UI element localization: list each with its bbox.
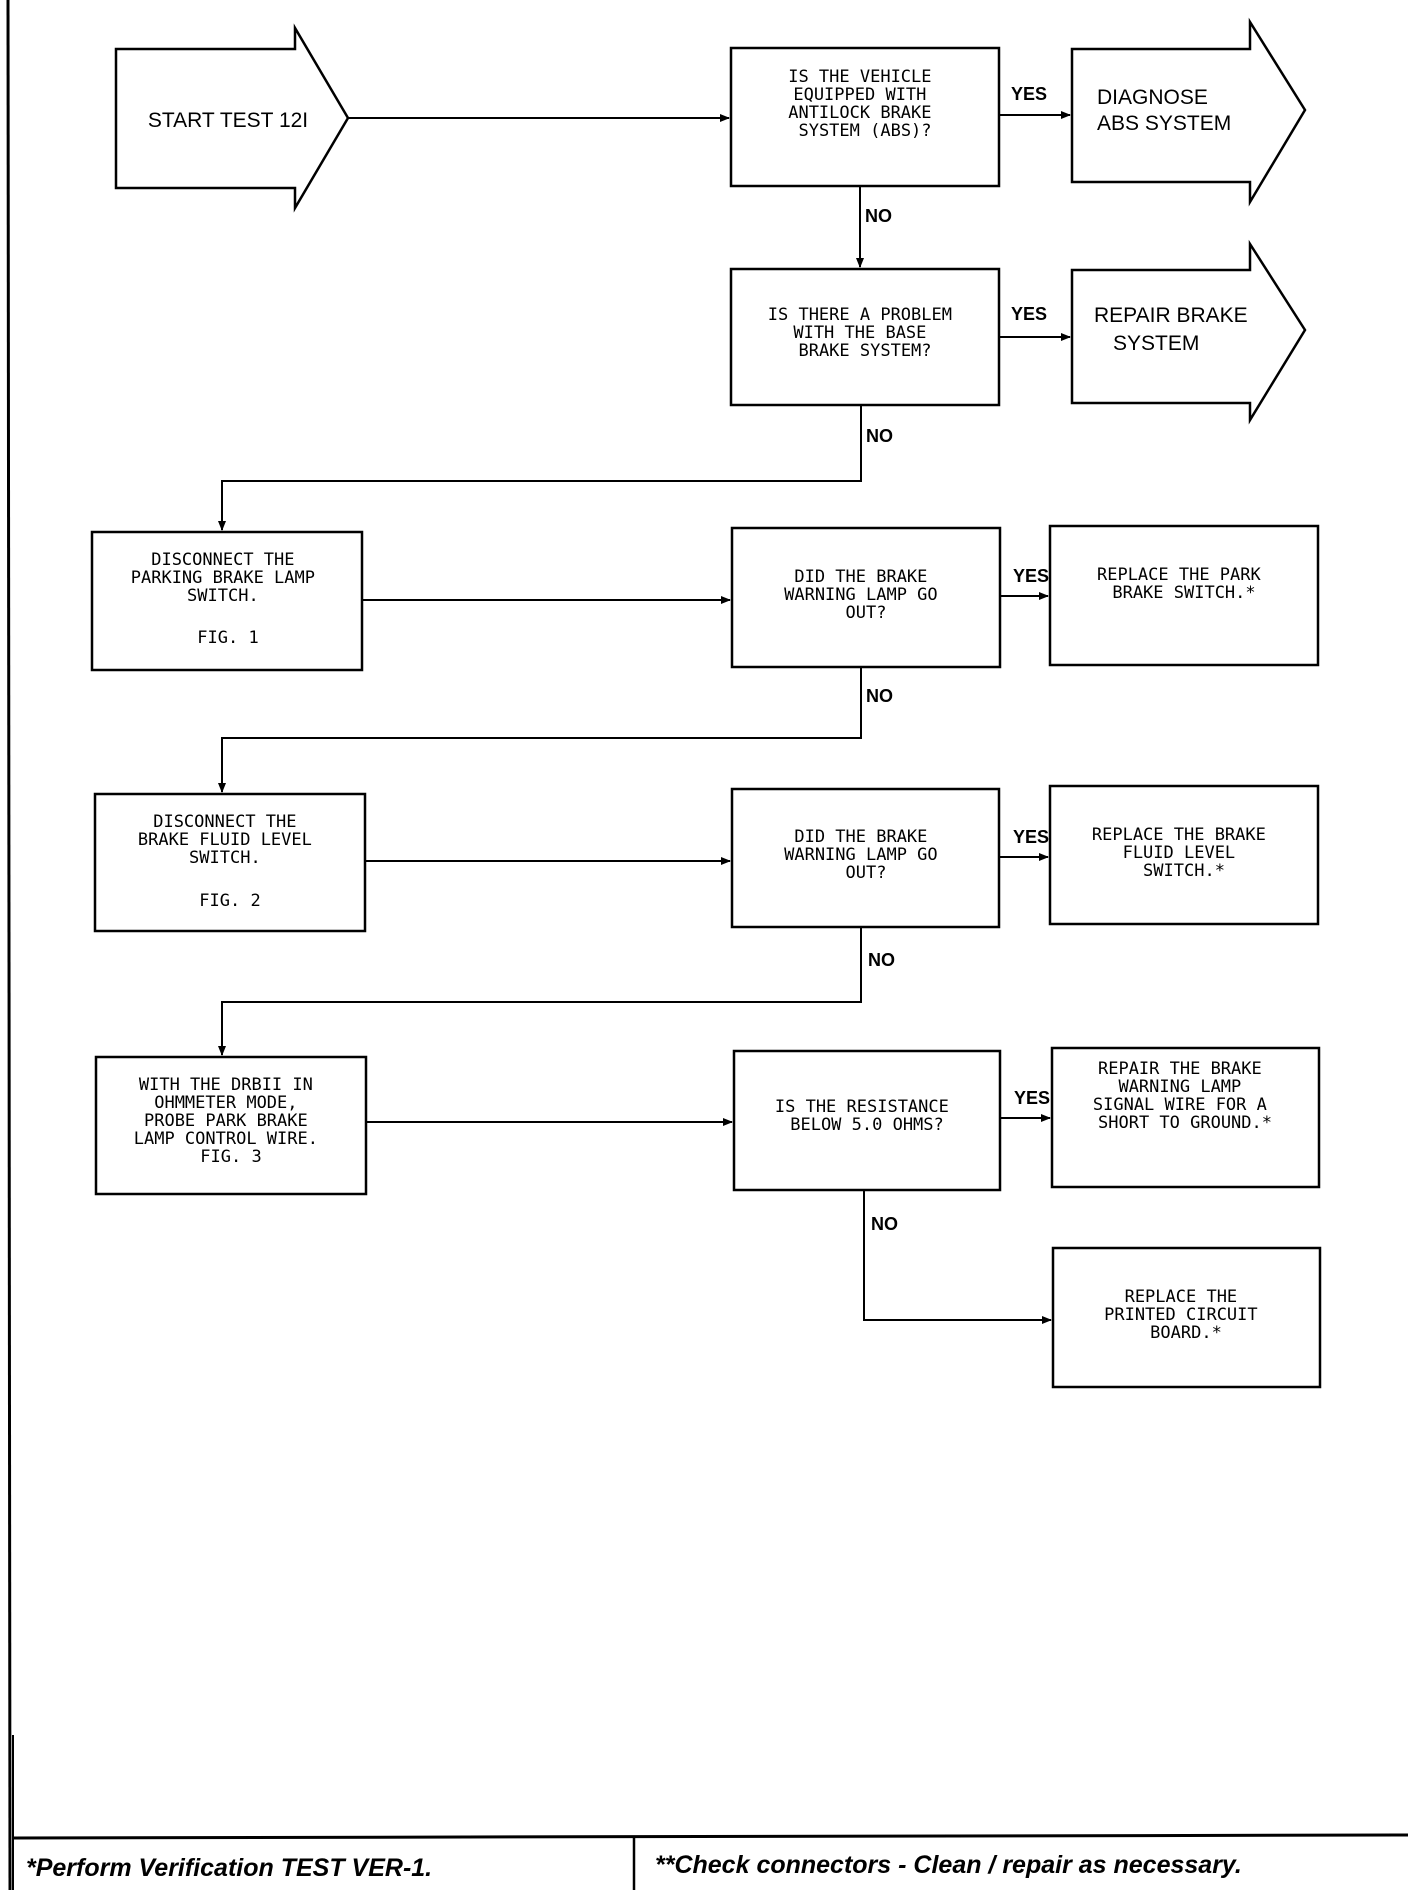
- disconnect-fluid-box: [93, 792, 367, 933]
- label-yes-lamp1: YES: [1013, 566, 1049, 586]
- label-no-base: NO: [866, 426, 893, 446]
- q-lamp2-text: DID THE BRAKE WARNING LAMP GO OUT?: [784, 827, 948, 883]
- label-no-lamp2: NO: [868, 950, 895, 970]
- footer-top-rule: [11, 1833, 1408, 1840]
- repair-brake-arrow-shape: [1070, 239, 1307, 425]
- q-lamp1-text: DID THE BRAKE WARNING LAMP GO OUT?: [784, 567, 948, 623]
- repair-wire-box: [1050, 1046, 1321, 1189]
- replace-board-box: [1051, 1246, 1322, 1389]
- label-yes-lamp2: YES: [1013, 827, 1049, 847]
- label-no-abs: NO: [865, 206, 892, 226]
- start-test-label: START TEST 12I: [148, 109, 308, 132]
- connector-q-lamp1-no: [218, 667, 862, 793]
- connector-q-lamp2-no: [218, 927, 862, 1056]
- probe-text: WITH THE DRBII IN OHMMETER MODE, PROBE P…: [134, 1075, 328, 1167]
- label-no-lamp1: NO: [866, 686, 893, 706]
- q-res-text: IS THE RESISTANCE BELOW 5.0 OHMS?: [775, 1097, 959, 1135]
- start-arrow-shape: [114, 23, 350, 213]
- disconnect-park-box: [90, 530, 364, 672]
- label-yes-base: YES: [1011, 304, 1047, 324]
- replace-park-text: REPLACE THE PARK BRAKE SWITCH.*: [1097, 565, 1271, 603]
- repair-brake-label: REPAIR BRAKE SYSTEM: [1094, 304, 1254, 355]
- q-lamp2-box: [730, 787, 1001, 929]
- replace-fluid-text: REPLACE THE BRAKE FLUID LEVEL SWITCH.*: [1092, 825, 1276, 881]
- label-no-res: NO: [871, 1214, 898, 1234]
- disconnect-fluid-text: DISCONNECT THE BRAKE FLUID LEVEL SWITCH.…: [138, 812, 322, 911]
- disconnect-park-text: DISCONNECT THE PARKING BRAKE LAMP SWITCH…: [131, 550, 325, 648]
- q-base-text: IS THERE A PROBLEM WITH THE BASE BRAKE S…: [768, 305, 962, 361]
- repair-wire-text: REPAIR THE BRAKE WARNING LAMP SIGNAL WIR…: [1093, 1059, 1277, 1133]
- q-abs-box: [729, 46, 1001, 188]
- diagnose-abs-arrow-shape: [1070, 17, 1307, 207]
- replace-park-box: [1048, 524, 1320, 667]
- label-yes-abs: YES: [1011, 84, 1047, 104]
- connector-q-base-no: [218, 405, 862, 531]
- connector-q-res-no: [863, 1190, 1052, 1324]
- footer-left-note: *Perform Verification TEST VER-1.: [26, 1854, 432, 1882]
- q-base-box: [729, 267, 1001, 407]
- probe-box: [94, 1055, 368, 1196]
- replace-board-text: REPLACE THE PRINTED CIRCUIT BOARD.*: [1104, 1287, 1268, 1343]
- q-lamp1-box: [730, 526, 1002, 669]
- diagnose-abs-label: DIAGNOSE ABS SYSTEM: [1097, 86, 1231, 135]
- page-border-left: [6, 0, 12, 1890]
- replace-fluid-box: [1048, 784, 1320, 926]
- label-yes-res: YES: [1014, 1088, 1050, 1108]
- q-res-box: [732, 1049, 1002, 1192]
- q-abs-text: IS THE VEHICLE EQUIPPED WITH ANTILOCK BR…: [788, 67, 942, 141]
- footer-right-note: **Check connectors - Clean / repair as n…: [655, 1851, 1242, 1879]
